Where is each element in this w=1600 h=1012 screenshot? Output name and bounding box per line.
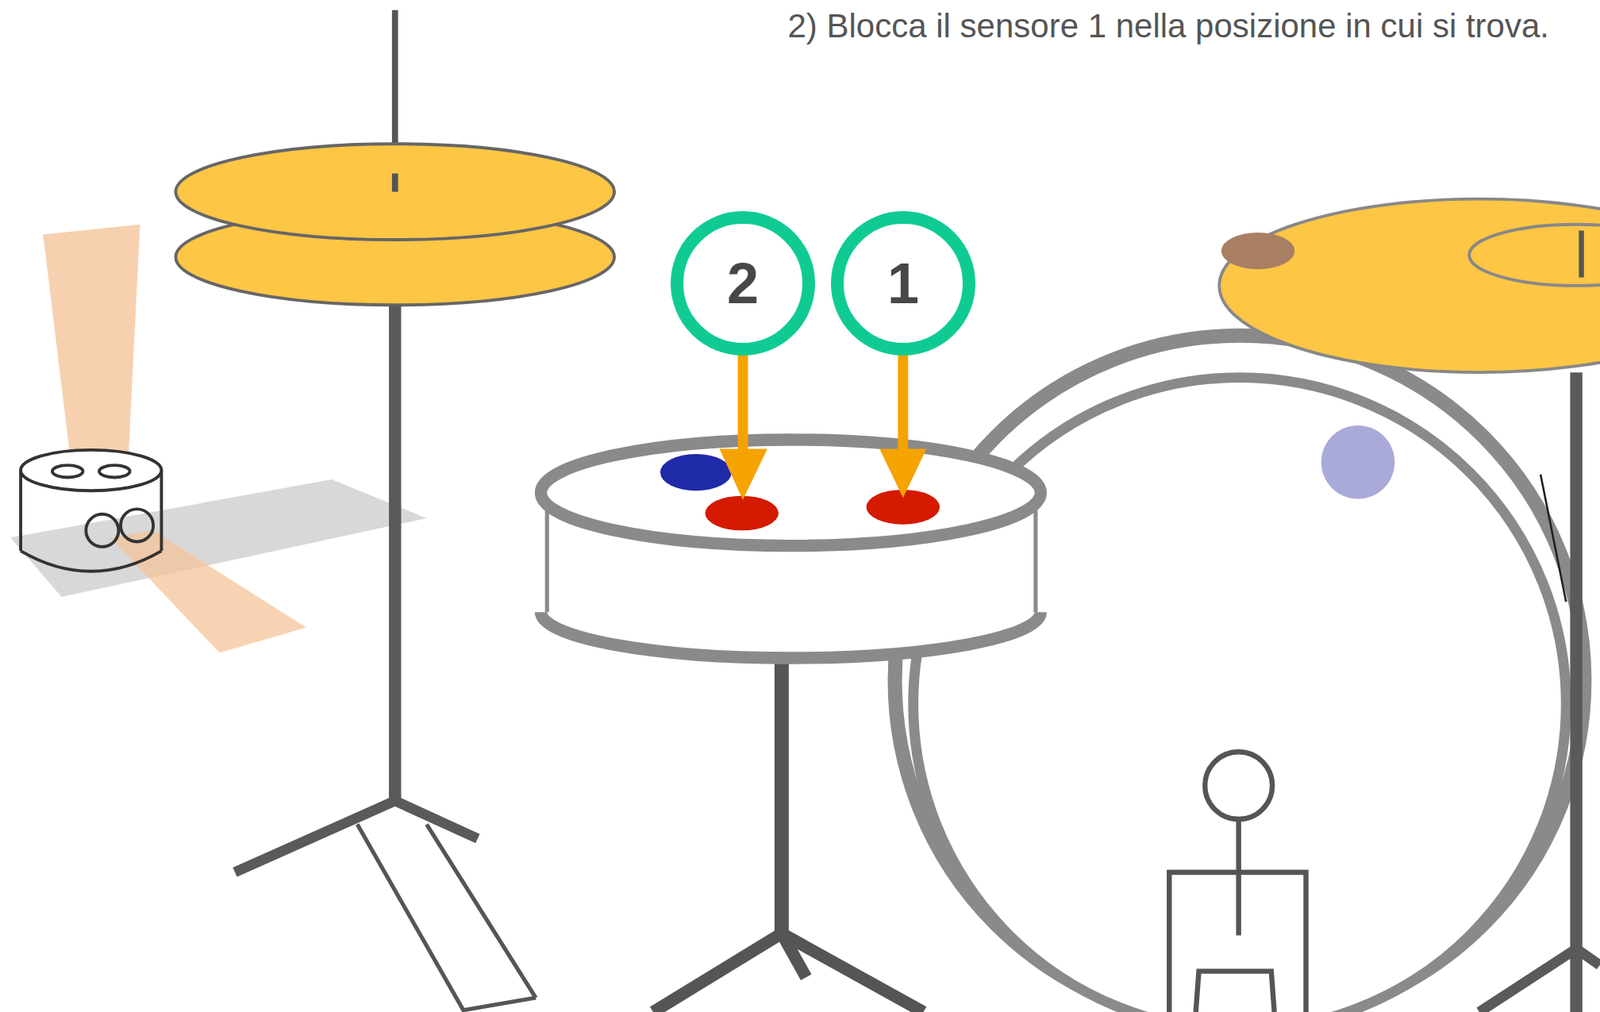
stand-leg [395, 800, 478, 839]
pointer-arrow [897, 351, 908, 454]
robot-eye [120, 508, 154, 542]
robot-bottom [20, 550, 162, 572]
stand-leg [781, 933, 924, 1012]
stand-leg [781, 933, 807, 977]
snare-bottom-rim [541, 611, 1042, 658]
figure-frame [1169, 872, 1306, 1012]
pointer-head [879, 449, 927, 499]
hihat-rod [392, 173, 399, 192]
stand-leg [653, 933, 782, 1012]
pedal-figure [1169, 751, 1306, 1012]
snare-top-rim [541, 439, 1042, 547]
callout-number: 2 [726, 254, 759, 312]
pointer-head [719, 449, 767, 500]
robot [20, 450, 162, 572]
sensor-dot [1321, 425, 1396, 500]
sensor-dot [660, 453, 732, 491]
robot-eye [85, 514, 119, 547]
figure-head [1204, 751, 1273, 820]
callout-circle: 1 [830, 211, 976, 356]
figure-line [1235, 819, 1241, 936]
stand-leg [1479, 948, 1577, 1012]
snare-pole [774, 653, 789, 934]
snare-side [1033, 510, 1038, 613]
boom-line [1540, 474, 1566, 603]
ride-bell [1469, 224, 1600, 286]
sensor-dot [704, 496, 779, 531]
instruction-note: 2) Blocca il sensore 1 nella posizione i… [788, 7, 1550, 45]
sensor-dot [1221, 232, 1296, 270]
hihat-cymbal [175, 143, 615, 240]
callout-circle: 2 [670, 211, 816, 356]
pedal-line [426, 824, 537, 998]
ride-rod [1578, 230, 1584, 277]
pedal-line [357, 824, 465, 1012]
figure-frame [1196, 971, 1275, 1012]
light-beam [42, 224, 140, 470]
pointer-arrow [738, 351, 749, 454]
ride-cymbal [1219, 199, 1600, 373]
ride-pole [1569, 372, 1582, 1012]
hihat-pole [388, 306, 401, 801]
snare-side [545, 510, 550, 613]
robot-side [19, 470, 23, 552]
robot-sensor [99, 465, 131, 477]
robot-sensor [52, 465, 84, 477]
stand-leg [234, 800, 396, 873]
robot-top [20, 450, 162, 491]
light-beam [110, 530, 307, 653]
hihat-pedal [357, 824, 536, 1012]
robot-side [159, 470, 163, 552]
stand-leg [1576, 948, 1600, 966]
pedal-line [464, 997, 536, 1010]
callout-number: 1 [887, 254, 920, 312]
